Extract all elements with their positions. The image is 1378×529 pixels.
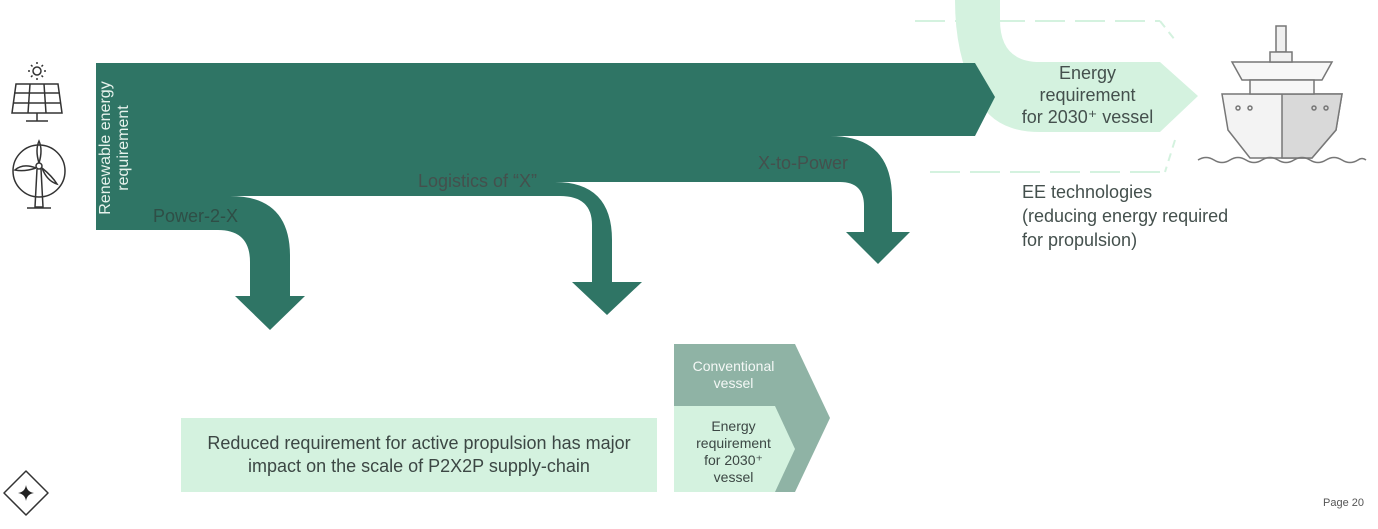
energy-req-line1: Energy [1058,63,1117,83]
note-line1: Reduced requirement for active propulsio… [207,433,631,453]
note-text: Reduced requirement for active propulsio… [207,432,630,478]
legend-conventional-label: Conventional vessel [676,358,791,392]
energy-requirement-2030-label: Energy requirement for 2030⁺ vessel [1005,62,1170,128]
renewable-label-line1: Renewable energy [97,81,114,215]
ee-line2: (reducing energy required [1022,206,1229,226]
legend-conventional-line1: Conventional [692,358,775,374]
legend-energy-label: Energy requirement for 2030⁺ vessel [676,418,791,486]
ship-icon [1197,25,1367,164]
renewable-energy-label: Renewable energy requirement [97,68,133,228]
note-box: Reduced requirement for active propulsio… [181,418,657,492]
renewable-energy-flow [96,63,995,330]
ee-line3: for propulsion) [1022,230,1138,250]
renewable-label-line2: requirement [115,105,132,191]
note-line2: impact on the scale of P2X2P supply-chai… [248,456,590,476]
page-number: Page 20 [1323,497,1364,509]
energy-req-line2: requirement [1039,85,1136,105]
legend-energy-line2: requirement [696,435,771,451]
legend-energy-line1: Energy [711,418,756,434]
ee-technologies-label: EE technologies (reducing energy require… [1022,180,1228,252]
legend-energy-line4: vessel [713,469,754,485]
sun-icon [28,62,46,80]
x-to-power-label: X-to-Power [758,153,849,173]
wind-turbine-icon [12,139,66,209]
solar-panel-icon [11,83,63,122]
legend-conventional-line2: vessel [713,375,754,391]
ee-technologies-flow [915,0,1198,173]
power2x-label: Power-2-X [153,206,239,226]
energy-req-line3: for 2030⁺ vessel [1021,107,1154,127]
legend-arrows [674,344,830,492]
logistics-label: Logistics of “X” [418,171,538,191]
ee-line1: EE technologies [1022,182,1153,202]
legend-energy-line3: for 2030⁺ [704,452,763,468]
ai-sparkle-icon [3,470,49,516]
